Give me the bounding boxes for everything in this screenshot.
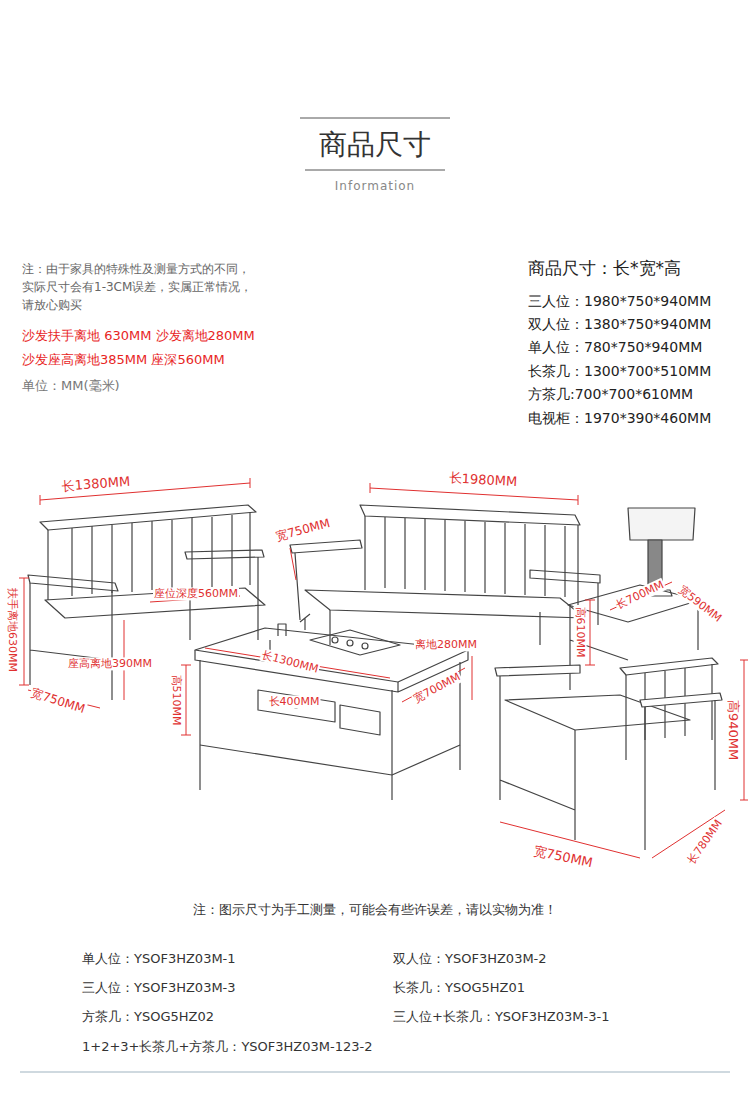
dimension-label: 长1380MM — [60, 474, 131, 494]
single-sofa-drawing — [495, 658, 722, 850]
dimension-label: 长1980MM — [447, 470, 518, 489]
dimension-label: 高940MM — [725, 699, 741, 761]
dimension-lines — [19, 478, 748, 858]
model-code: 1+2+3+长茶几+方茶几：YSOF3HZ03M-123-2 — [82, 1039, 372, 1055]
spec-line: 长茶几：1300*700*510MM — [528, 363, 711, 380]
highlight-note: 沙发扶手离地 630MM 沙发离地280MM — [22, 328, 255, 344]
bottom-rule — [20, 1072, 730, 1073]
spec-line: 电视柜：1970*390*460MM — [528, 410, 711, 427]
highlight-note: 沙发座高离地385MM 座深560MM — [22, 352, 225, 368]
dimension-label: 宽750MM — [531, 843, 595, 871]
dimension-label: 座高离地390MM — [67, 657, 153, 670]
model-code: 单人位：YSOF3HZ03M-1 — [82, 951, 236, 967]
spec-line: 方茶几:700*700*610MM — [528, 386, 693, 403]
dimension-label: 长400MM — [268, 695, 321, 708]
dimension-label: 宽750MM — [273, 516, 332, 545]
dimension-label: 宽700MM — [411, 670, 464, 707]
model-code: 三人位：YSOF3HZ03M-3 — [82, 980, 236, 996]
dimension-label: 扶手离地630MM — [5, 587, 18, 673]
model-code: 双人位：YSOF3HZ03M-2 — [393, 951, 547, 967]
dimension-label: 长700MM — [613, 578, 667, 612]
dimension-label: 座位深度560MM — [153, 587, 239, 600]
subtitle: Information — [335, 179, 415, 193]
dimension-label: 宽750MM — [28, 685, 87, 716]
note-text: 实际尺寸会有1-3CM误差，实属正常情况， — [22, 280, 252, 294]
spec-line: 双人位：1380*750*940MM — [528, 316, 711, 333]
model-code: 长茶几：YSOG5HZ01 — [393, 980, 525, 996]
loveseat-drawing — [28, 505, 265, 700]
dimension-label: 宽590MM — [675, 582, 725, 625]
spec-line: 单人位：780*750*940MM — [528, 339, 702, 356]
spec-heading: 商品尺寸：长*宽*高 — [528, 258, 681, 278]
title-rule — [300, 118, 450, 119]
spec-line: 三人位：1980*750*940MM — [528, 293, 711, 310]
dimension-label: 离地280MM — [414, 638, 478, 651]
three-seat-drawing — [290, 505, 600, 645]
model-code: 方茶几：YSOG5HZ02 — [82, 1009, 214, 1025]
dimension-label: 高510MM — [169, 674, 182, 727]
dimension-label: 长780MM — [684, 817, 725, 868]
title-rule — [305, 170, 445, 171]
unit-note: 单位：MM(毫米) — [22, 378, 120, 394]
note-text: 注：由于家具的特殊性及测量方式的不同， — [22, 262, 250, 276]
note-text: 请放心购买 — [22, 298, 82, 312]
footnote: 注：图示尺寸为手工测量，可能会有些许误差，请以实物为准！ — [193, 902, 557, 918]
page-title: 商品尺寸 — [319, 128, 431, 162]
dimension-label: 高610MM — [573, 606, 586, 659]
model-code: 三人位+长茶几：YSOF3HZ03M-3-1 — [393, 1009, 609, 1025]
